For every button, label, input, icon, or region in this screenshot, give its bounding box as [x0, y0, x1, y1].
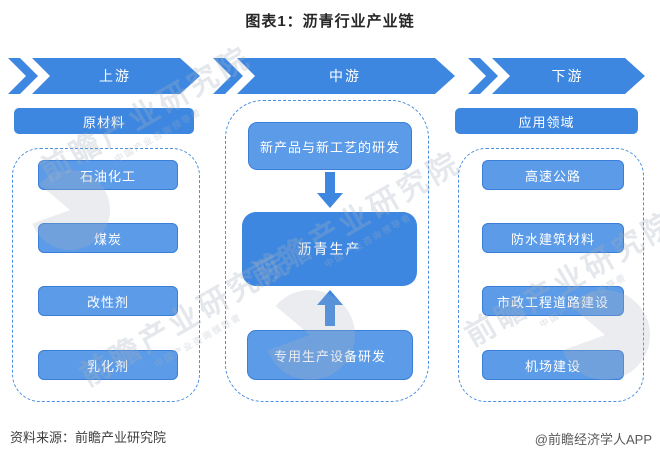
banner-midstream: 中游	[213, 58, 455, 94]
chevron-banner-shape	[468, 58, 645, 94]
downstream-header: 应用领域	[455, 108, 638, 134]
midstream-rd-bottom-box: 专用生产设备研发	[247, 330, 413, 380]
downstream-panel	[458, 148, 644, 402]
midstream-rd-top-box: 新产品与新工艺的研发	[248, 122, 412, 170]
chevron-banner-shape	[213, 58, 455, 94]
arrow-up-icon	[317, 290, 343, 326]
midstream-production-box: 沥青生产	[242, 212, 417, 286]
upstream-item: 煤炭	[38, 223, 178, 253]
banner-downstream: 下游	[468, 58, 645, 94]
banner-downstream-label: 下游	[551, 68, 584, 84]
banner-upstream-label: 上游	[99, 68, 131, 84]
downstream-item: 机场建设	[482, 350, 624, 380]
downstream-item: 高速公路	[482, 160, 624, 190]
banner-midstream-label: 中游	[329, 68, 361, 84]
banner-upstream: 上游	[8, 58, 200, 94]
arrow-down-icon	[317, 172, 343, 208]
downstream-item: 防水建筑材料	[482, 223, 624, 253]
source-note: 资料来源：前瞻产业研究院	[10, 430, 167, 445]
upstream-header: 原材料	[14, 108, 194, 134]
credit-note: @前瞻经济学人APP	[534, 432, 652, 447]
chevron-banner-shape	[8, 58, 200, 94]
upstream-item: 改性剂	[38, 286, 178, 316]
upstream-item: 乳化剂	[38, 350, 178, 380]
upstream-item: 石油化工	[38, 160, 178, 190]
upstream-panel	[12, 148, 200, 402]
chart-title: 图表1：沥青行业产业链	[245, 13, 415, 30]
midstream-panel	[225, 100, 429, 402]
downstream-item: 市政工程道路建设	[482, 286, 624, 316]
